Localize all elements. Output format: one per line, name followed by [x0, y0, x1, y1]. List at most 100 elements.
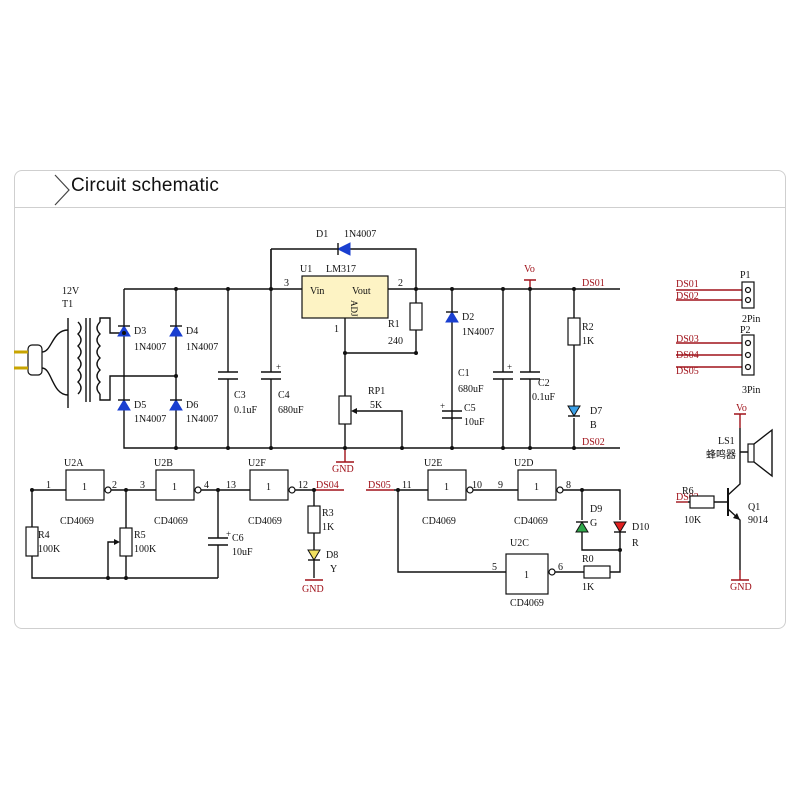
svg-text:1: 1 [82, 482, 87, 493]
buzzer-vo-label: Vo [736, 403, 747, 414]
c2-ref: C2 [538, 378, 550, 389]
ds04-label: DS04 [316, 480, 339, 491]
u2f-part: CD4069 [248, 516, 282, 527]
d5-ref: D5 [134, 400, 146, 411]
r6-value: 10K [684, 515, 702, 526]
svg-text:1: 1 [444, 482, 449, 493]
u2f-pin-in: 13 [226, 480, 236, 491]
svg-text:1: 1 [524, 570, 529, 581]
vo-label: Vo [524, 264, 535, 275]
page-title: Circuit schematic [71, 175, 220, 196]
c5-value: 10uF [464, 417, 485, 428]
transformer-label: T1 [62, 299, 73, 310]
inverter-u2d [517, 469, 557, 501]
osc-gnd: GND [302, 584, 324, 595]
resistor-r3 [307, 505, 321, 534]
c3-ref: C3 [234, 390, 246, 401]
capacitor-c1: + [493, 289, 513, 448]
d1-ref: D1 [316, 229, 328, 240]
u1-vin: Vin [310, 286, 324, 297]
inverter-u2f [249, 469, 289, 501]
d7-color: B [590, 420, 597, 431]
u2c-pin-out: 6 [558, 562, 563, 573]
r5-ref: R5 [134, 530, 146, 541]
svg-text:+: + [226, 529, 231, 539]
inverter-u2c [505, 553, 549, 595]
d4-ref: D4 [186, 326, 198, 337]
diode-d6 [169, 399, 183, 411]
u2a-pin-in: 1 [46, 480, 51, 491]
u2e-part: CD4069 [422, 516, 456, 527]
u2d-ref: U2D [514, 458, 533, 469]
u2d-pin-out: 8 [566, 480, 571, 491]
led-d7 [567, 405, 581, 417]
d2-ref: D2 [462, 312, 474, 323]
ds05-label: DS05 [368, 480, 391, 491]
p2-type: 3Pin [742, 385, 760, 396]
svg-text:1: 1 [266, 482, 271, 493]
c6-ref: C6 [232, 533, 244, 544]
p1-type: 2Pin [742, 314, 760, 325]
u2e-pin-out: 10 [472, 480, 482, 491]
resistor-r6 [689, 495, 715, 509]
q1-part: 9014 [748, 515, 768, 526]
u2c-part: CD4069 [510, 598, 544, 609]
transformer-t1 [67, 317, 176, 408]
r3-ref: R3 [322, 508, 334, 519]
u1-part: LM317 [326, 264, 356, 275]
buzzer-net: DS03 [676, 492, 699, 503]
d3-ref: D3 [134, 326, 146, 337]
c4-ref: C4 [278, 390, 290, 401]
diode-d1 [336, 242, 351, 256]
u2d-part: CD4069 [514, 516, 548, 527]
led-d10 [613, 521, 627, 533]
resistor-r4 [25, 526, 39, 557]
d2-part: 1N4007 [462, 327, 494, 338]
u2b-pin-in: 3 [140, 480, 145, 491]
inverter-u2a [65, 469, 105, 501]
r2-value: 1K [582, 336, 595, 347]
regulator-u1 [301, 275, 389, 319]
r5-value: 100K [134, 544, 157, 555]
c2-value: 0.1uF [532, 392, 556, 403]
d8-ref: D8 [326, 550, 338, 561]
inverter-u2b [155, 469, 195, 501]
u2b-ref: U2B [154, 458, 173, 469]
d6-ref: D6 [186, 400, 198, 411]
c1-value: 680uF [458, 384, 484, 395]
chevron-right-icon [54, 174, 70, 206]
diode-d4 [169, 325, 183, 337]
diode-d2 [445, 311, 459, 323]
d3-part: 1N4007 [134, 342, 166, 353]
svg-text:+: + [276, 362, 281, 372]
q1-ref: Q1 [748, 502, 760, 513]
buzzer-gnd: GND [730, 582, 752, 593]
rp1-ref: RP1 [368, 386, 385, 397]
svg-text:1: 1 [534, 482, 539, 493]
d7-ref: D7 [590, 406, 602, 417]
d1-part: 1N4007 [344, 229, 376, 240]
speaker-icon [747, 428, 773, 478]
capacitor-c5: + [440, 401, 462, 448]
resistor-r0 [583, 565, 611, 579]
p1-net-2: DS02 [676, 291, 699, 302]
d9-color: G [590, 518, 597, 529]
p2-net-1: DS03 [676, 334, 699, 345]
r4-ref: R4 [38, 530, 50, 541]
rp1-value: 5K [370, 400, 383, 411]
input-voltage-label: 12V [62, 286, 80, 297]
p1-ref: P1 [740, 270, 751, 281]
r2-ref: R2 [582, 322, 594, 333]
u1-pin-in: 3 [284, 278, 289, 289]
inverter-u2e [427, 469, 467, 501]
r6-ref: R6 [682, 486, 694, 497]
r0-value: 1K [582, 582, 595, 593]
r4-value: 100K [38, 544, 61, 555]
d8-color: Y [330, 564, 337, 575]
u1-pin-adj: 1 [334, 324, 339, 335]
schematic-panel: Circuit schematic [14, 170, 786, 629]
r3-value: 1K [322, 522, 335, 533]
u1-adj: ADJ [349, 300, 359, 317]
r1-ref: R1 [388, 319, 400, 330]
